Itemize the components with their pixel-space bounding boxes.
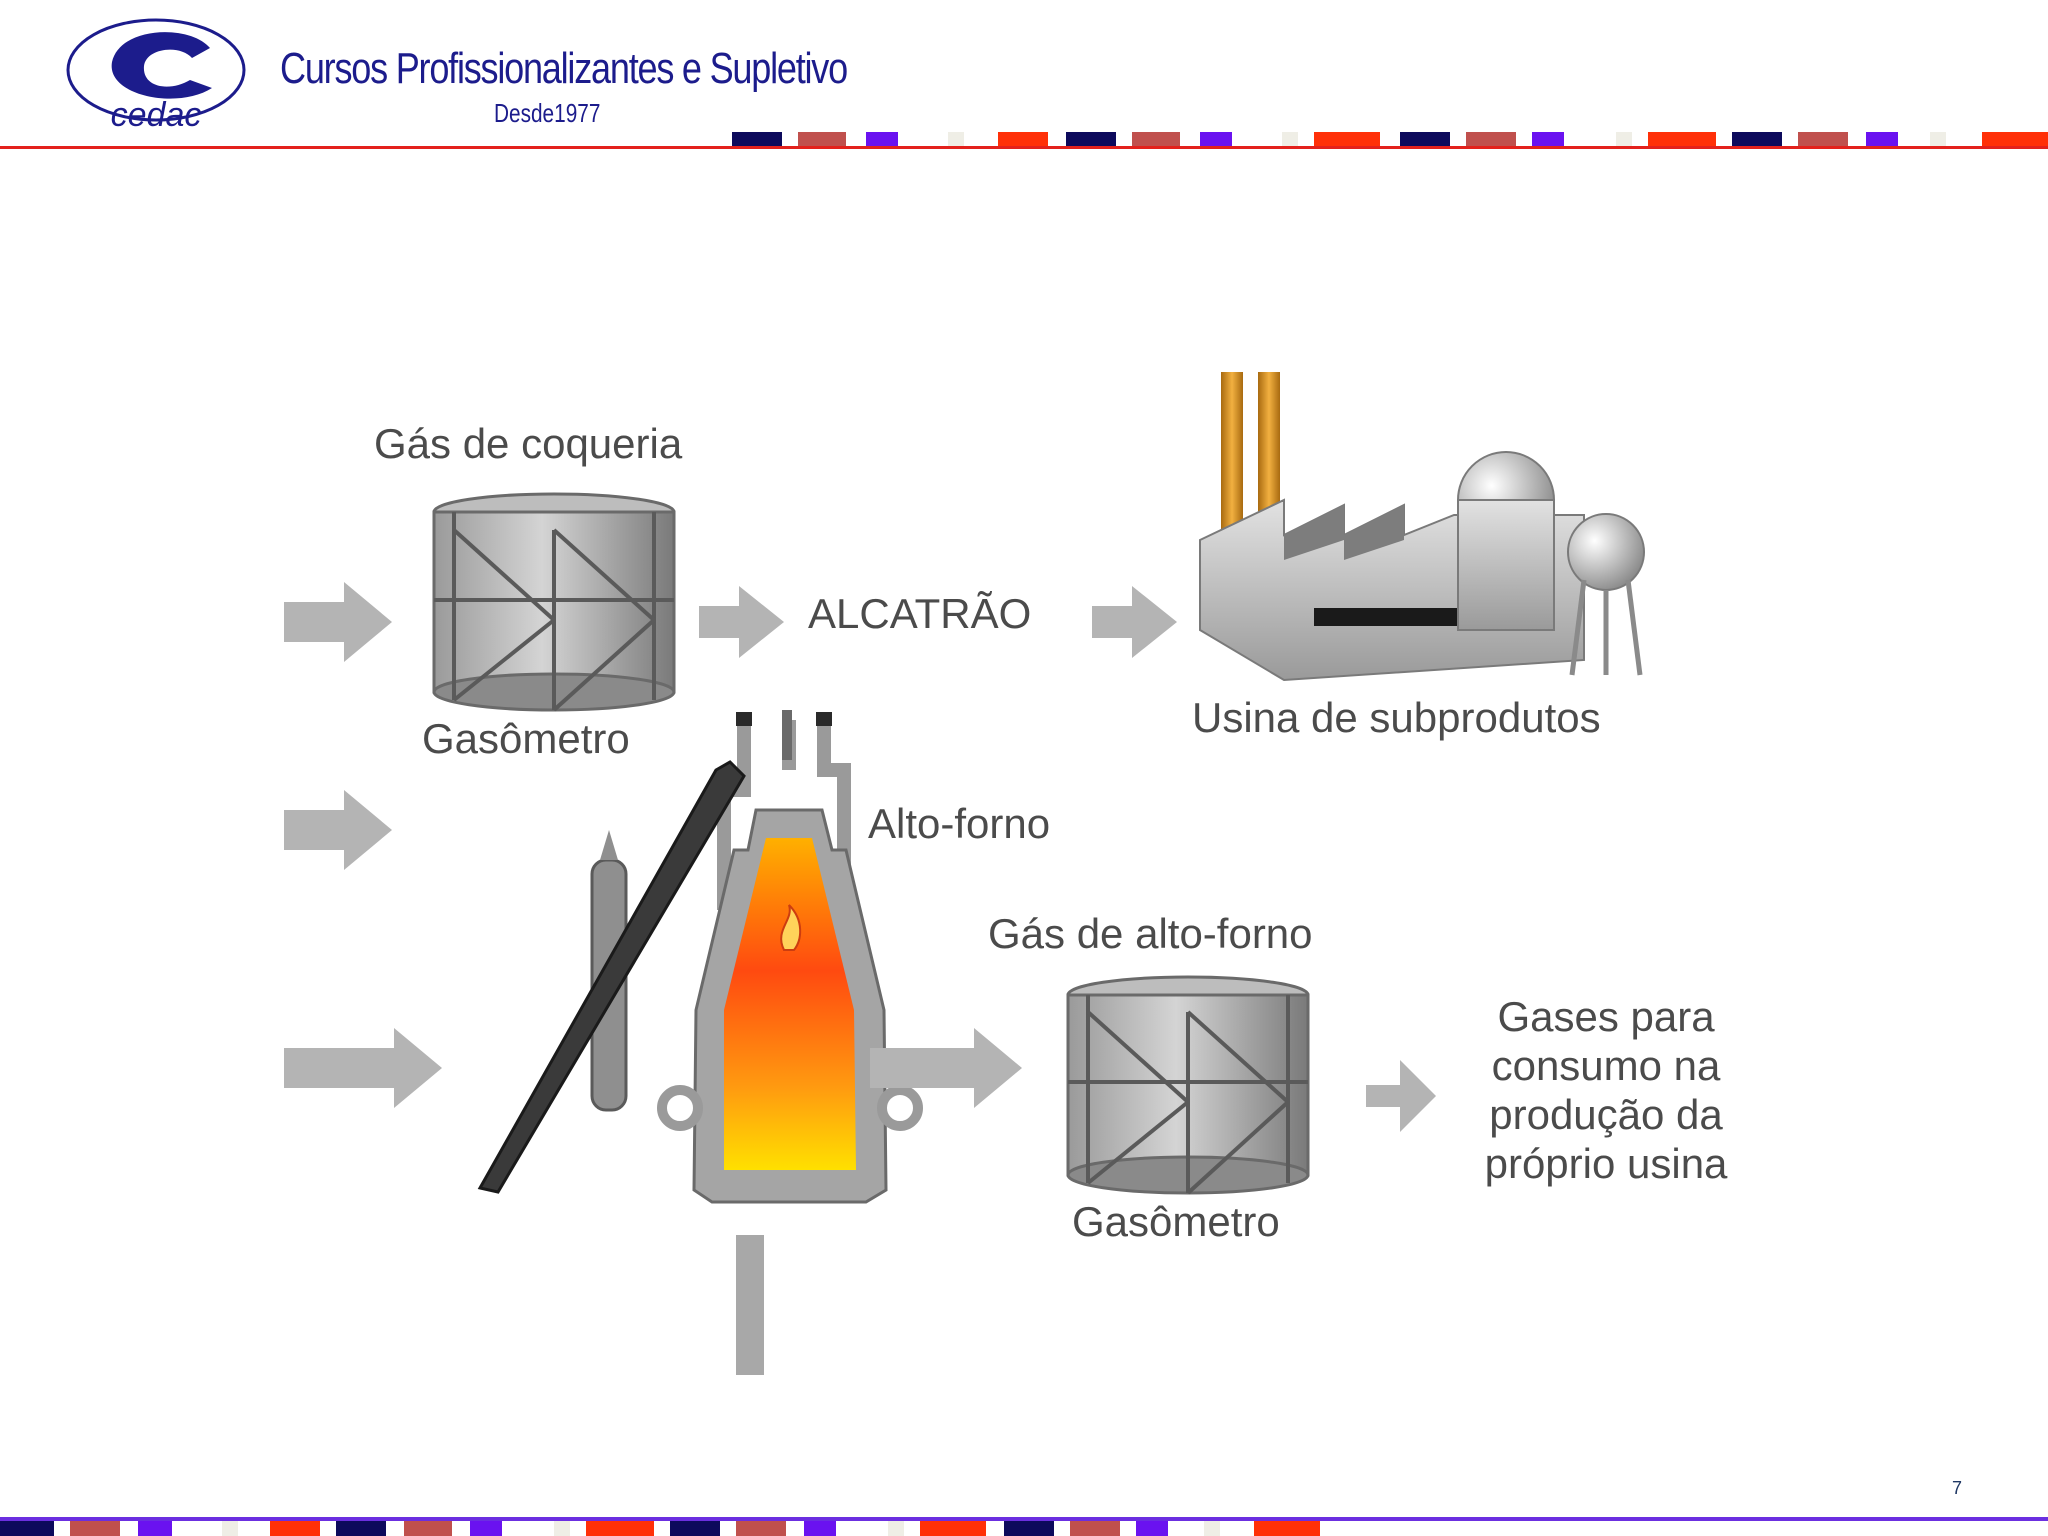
logo-text: cedac: [111, 96, 202, 132]
arrow-input-top: [284, 582, 392, 662]
brand-title: Cursos Profissionalizantes e Supletivo: [280, 44, 848, 93]
label-gases-consumo: Gases para consumo na produção da própri…: [1484, 993, 1728, 1187]
label-gas-alto-forno: Gás de alto-forno: [988, 910, 1313, 957]
blast-furnace: [477, 710, 923, 1375]
label-gasometro-top: Gasômetro: [422, 715, 630, 762]
arrow-to-alcatrao: [699, 586, 784, 658]
factory-illustration: [1199, 372, 1645, 682]
diagram-graphics: [284, 372, 1645, 1375]
header-divider: [0, 146, 2048, 149]
cedac-logo: cedac: [66, 18, 246, 132]
page-number: 7: [1952, 1478, 1963, 1498]
label-usina-subprodutos: Usina de subprodutos: [1192, 694, 1601, 741]
label-alto-forno: Alto-forno: [868, 800, 1051, 847]
steel-plant-diagram: Gás de coqueria Gasômetro ALCATRÃO Usina…: [284, 290, 1784, 1375]
label-gas-coqueria: Gás de coqueria: [374, 420, 683, 467]
gasometer-bottom: [1066, 975, 1310, 1195]
label-gasometro-bottom: Gasômetro: [1072, 1198, 1280, 1245]
arrow-to-consumo: [1366, 1060, 1436, 1132]
arrow-input-bottom: [284, 1028, 442, 1108]
header-stripes: [732, 132, 2048, 146]
arrow-furnace-to-gasometer: [870, 1028, 1022, 1108]
footer-divider: [0, 1517, 2048, 1521]
arrow-to-usina: [1092, 586, 1177, 658]
brand-subtitle: Desde1977: [494, 98, 601, 128]
label-alcatrao: ALCATRÃO: [808, 590, 1032, 637]
footer-stripes: [0, 1521, 1320, 1536]
arrow-input-middle: [284, 790, 392, 870]
gasometer-top: [432, 492, 676, 712]
